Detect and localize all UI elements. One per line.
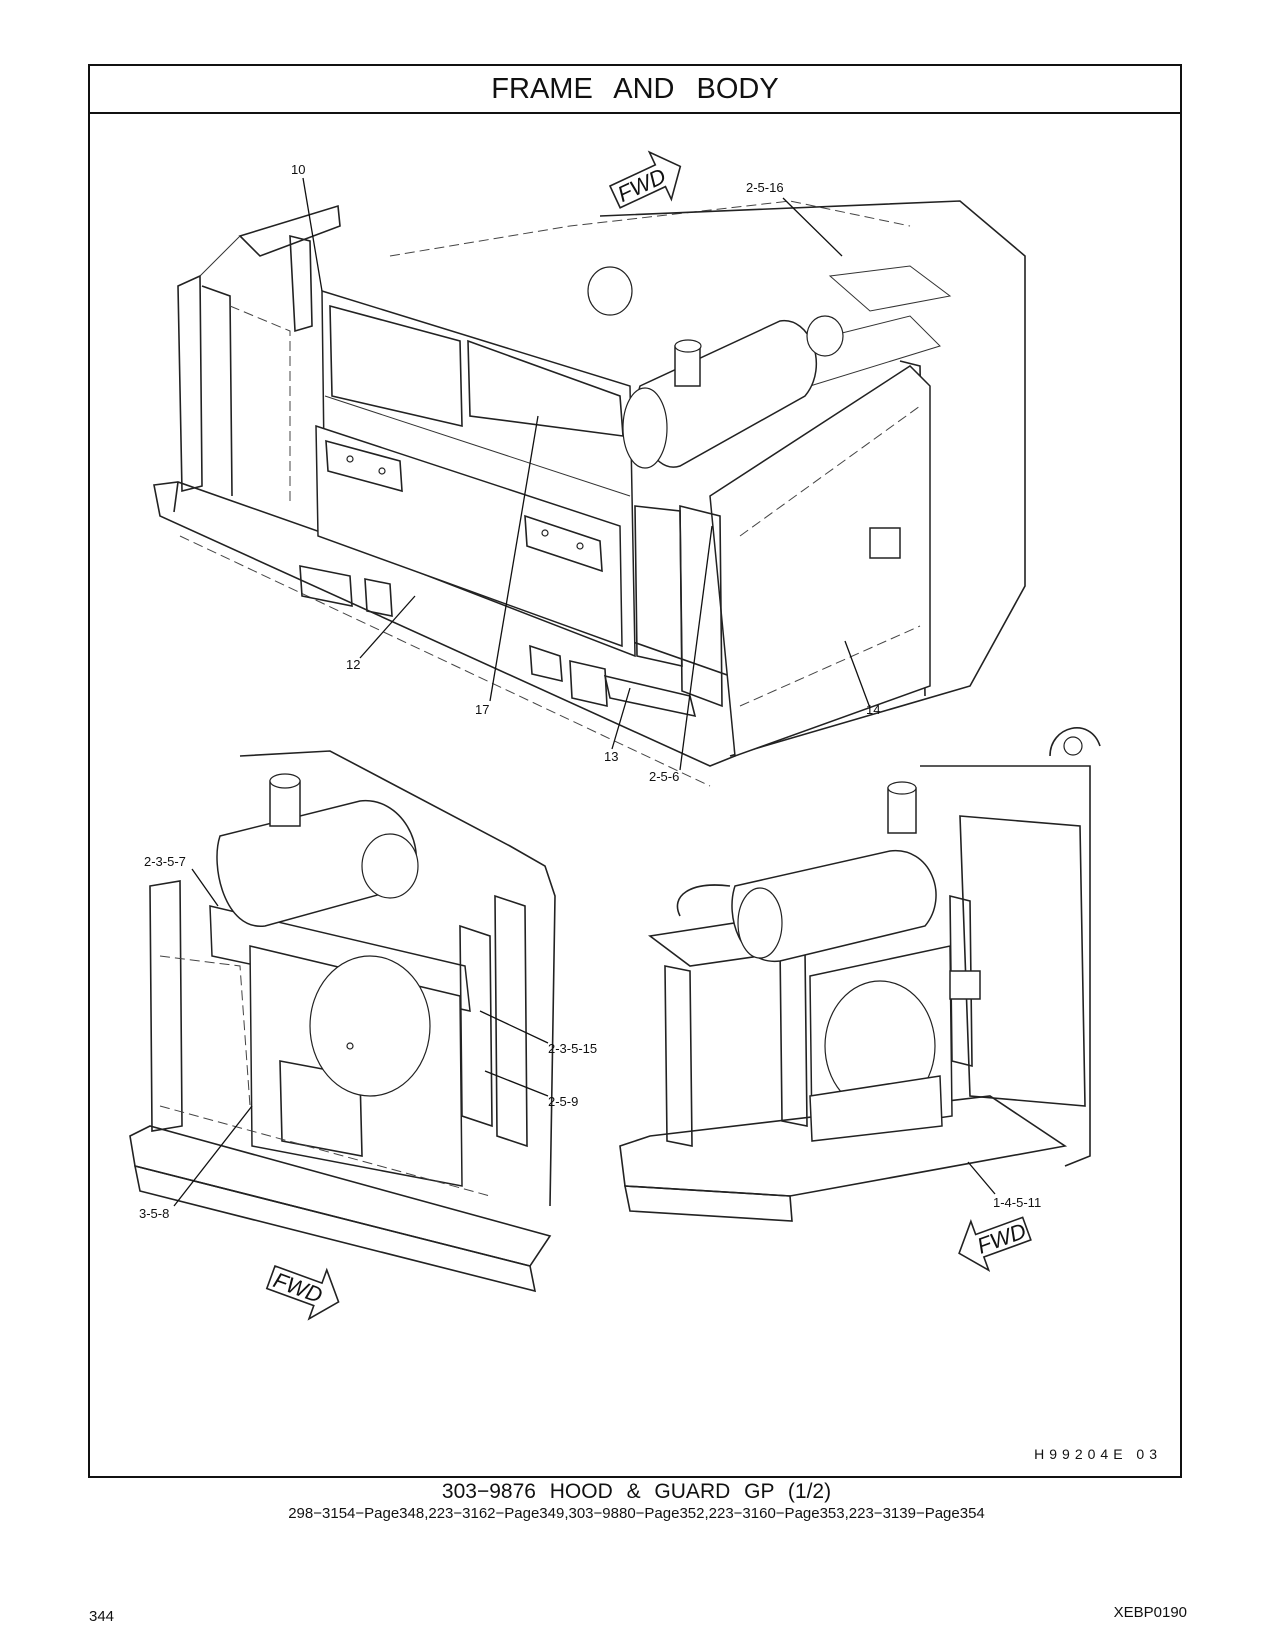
svg-text:FWD: FWD — [270, 1267, 326, 1308]
callout-3-5-8: 3-5-8 — [139, 1206, 169, 1221]
callout-14: 14 — [866, 702, 880, 717]
figure-cross-references: 298−3154−Page348,223−3162−Page349,303−98… — [288, 1505, 985, 1522]
callout-12: 12 — [346, 657, 360, 672]
callout-2-5-9: 2-5-9 — [548, 1094, 578, 1109]
figure-frame: FRAME AND BODY — [88, 64, 1182, 1478]
page-number: 344 — [89, 1608, 115, 1625]
fwd-arrow-bottom-left: FWD — [265, 1264, 340, 1321]
section-title: FRAME AND BODY — [90, 66, 1180, 114]
parts-illustration: FWD — [129, 150, 1101, 1321]
callout-2-3-5-7: 2-3-5-7 — [144, 854, 186, 869]
bottom-left-assembly-drawing — [129, 750, 556, 1293]
bottom-right-assembly-drawing — [619, 727, 1101, 1222]
callout-2-5-16: 2-5-16 — [746, 180, 784, 195]
document-code: XEBP0190 — [1113, 1604, 1187, 1621]
svg-text:FWD: FWD — [974, 1218, 1030, 1259]
callout-2-5-6: 2-5-6 — [649, 769, 679, 784]
figure-caption: 303−9876 HOOD & GUARD GP (1/2) — [441, 1480, 832, 1503]
fwd-arrow-top: FWD — [608, 150, 682, 209]
svg-text:FWD: FWD — [614, 163, 670, 207]
callout-labels: 10 2-5-16 12 17 13 2-5-6 14 2-3-5-7 2-3-… — [139, 162, 1041, 1221]
callout-13: 13 — [604, 749, 618, 764]
callout-10: 10 — [291, 162, 305, 177]
fwd-arrow-bottom-right: FWD — [958, 1216, 1032, 1272]
top-assembly-drawing — [153, 200, 1026, 787]
leader-lines — [173, 177, 996, 1207]
figure-reference-code: H99204E 03 — [1034, 1446, 1162, 1462]
callout-2-3-5-15: 2-3-5-15 — [548, 1041, 597, 1056]
callout-17: 17 — [475, 702, 489, 717]
callout-1-4-5-11: 1-4-5-11 — [993, 1195, 1041, 1210]
